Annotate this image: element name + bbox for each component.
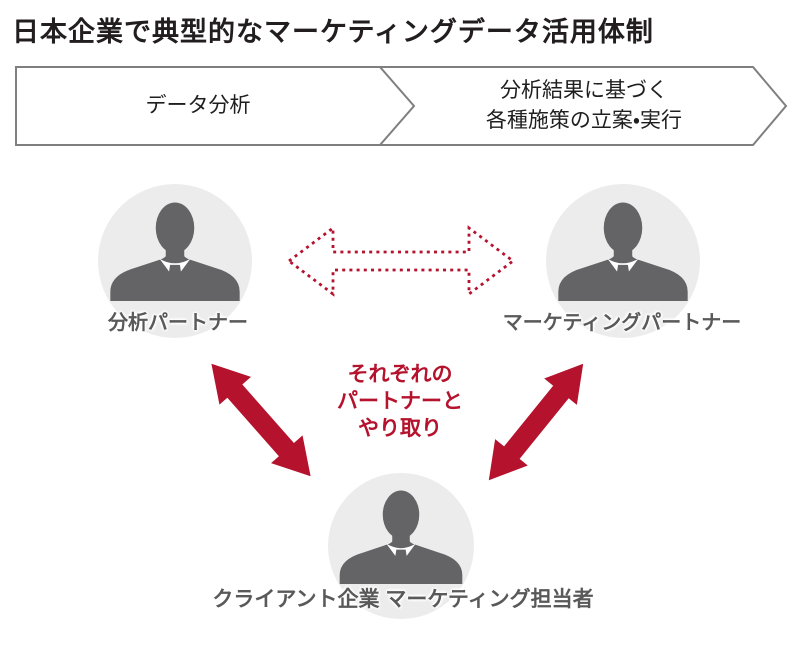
process-flow-band — [15, 66, 788, 146]
flow-step-divider-chevron — [379, 66, 416, 146]
dotted-double-arrow-icon — [286, 225, 516, 297]
center-note: それぞれの パートナーと やり取り — [290, 361, 510, 442]
flow-step2-line2: 各種施策の立案・実行 — [485, 109, 683, 132]
client-label: クライアント企業 マーケティング担当者 — [212, 588, 594, 611]
analysis-partner-label: 分析パートナー — [108, 312, 248, 334]
flow-step-data-analysis: データ分析 — [16, 67, 380, 145]
flow-step1-label: データ分析 — [145, 93, 251, 117]
flow-step-planning-execution: 分析結果に基づく 各種施策の立案・実行 — [414, 67, 754, 145]
flow-band-outline — [15, 66, 788, 146]
page-title: 日本企業で典型的なマーケティングデータ活用体制 — [12, 17, 654, 47]
center-note-line1: それぞれの — [347, 363, 453, 386]
flow-step2-line1: 分析結果に基づく — [500, 78, 668, 102]
marketing-partner-label: マーケティングパートナー — [502, 312, 742, 334]
center-note-line2: パートナーと — [337, 390, 463, 413]
center-note-line3: やり取り — [358, 417, 442, 440]
